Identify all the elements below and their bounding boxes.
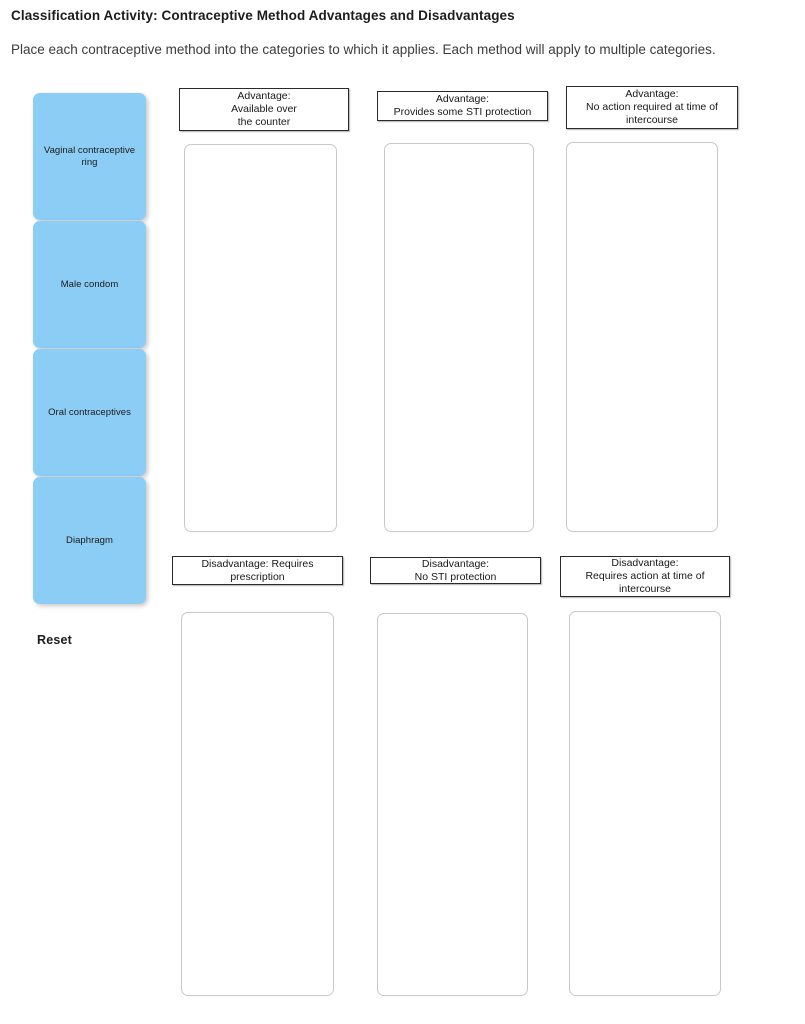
category-header-label: Advantage: No action required at time of…	[586, 88, 718, 126]
category-header-disadvantage-no-sti-protection: Disadvantage: No STI protection	[370, 557, 541, 584]
drop-zone-disadvantage-requires-prescription[interactable]	[181, 612, 334, 996]
method-tile-label: Male condom	[60, 278, 119, 290]
drop-zone-advantage-available-over-the-counter[interactable]	[184, 144, 337, 532]
reset-button[interactable]: Reset	[37, 633, 73, 647]
drop-zone-advantage-provides-some-sti-protection[interactable]	[384, 143, 534, 532]
category-header-disadvantage-requires-action-at-time-of-intercourse: Disadvantage: Requires action at time of…	[560, 556, 730, 597]
method-tile-vaginal-contraceptive-ring[interactable]: Vaginal contraceptive ring	[33, 93, 146, 220]
category-header-label: Advantage: Provides some STI protection	[393, 93, 532, 118]
page-instructions: Place each contraceptive method into the…	[11, 42, 716, 57]
category-header-label: Disadvantage: No STI protection	[414, 557, 497, 583]
method-tray: Vaginal contraceptive ring Male condom O…	[33, 93, 146, 605]
drop-zone-disadvantage-requires-action-at-time-of-intercourse[interactable]	[569, 611, 721, 996]
category-header-label: Disadvantage: Requires action at time of…	[585, 557, 705, 595]
drop-zone-disadvantage-no-sti-protection[interactable]	[377, 613, 528, 996]
category-header-label: Advantage: Available over the counter	[231, 90, 297, 128]
category-header-advantage-provides-some-sti-protection: Advantage: Provides some STI protection	[377, 91, 548, 121]
method-tile-label: Vaginal contraceptive ring	[43, 144, 136, 168]
method-tile-label: Diaphragm	[66, 534, 113, 546]
category-header-advantage-available-over-the-counter: Advantage: Available over the counter	[179, 88, 349, 131]
category-header-label: Disadvantage: Requires prescription	[201, 557, 314, 583]
category-header-advantage-no-action-required-at-time-of-intercourse: Advantage: No action required at time of…	[566, 86, 738, 129]
method-tile-diaphragm[interactable]: Diaphragm	[33, 477, 146, 604]
page-title: Classification Activity: Contraceptive M…	[11, 8, 515, 23]
method-tile-oral-contraceptives[interactable]: Oral contraceptives	[33, 349, 146, 476]
drop-zone-advantage-no-action-required-at-time-of-intercourse[interactable]	[566, 142, 718, 532]
category-header-disadvantage-requires-prescription: Disadvantage: Requires prescription	[172, 556, 343, 585]
method-tile-male-condom[interactable]: Male condom	[33, 221, 146, 348]
method-tile-label: Oral contraceptives	[48, 406, 131, 418]
